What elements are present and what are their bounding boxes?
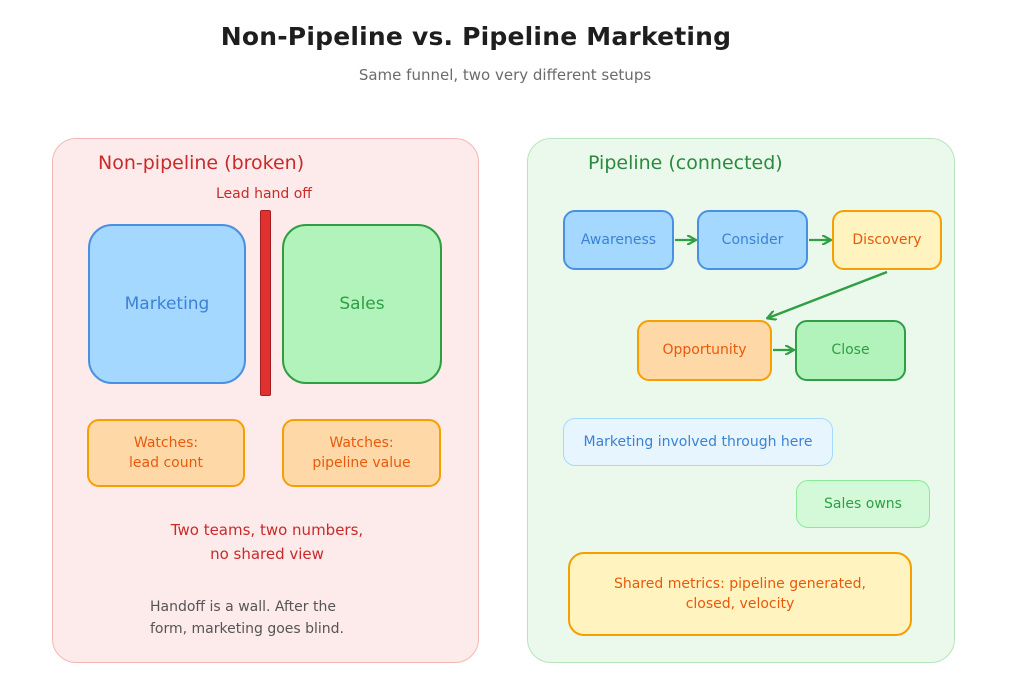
sales-team-box: Sales [282,224,442,384]
conclusion-text: Two teams, two numbers, no shared view [170,521,364,563]
stage-opportunity: Opportunity [637,320,772,381]
stage-consider: Consider [697,210,808,270]
pipeline-heading: Pipeline (connected) [588,152,783,174]
sales-metric-box: Watches: pipeline value [282,419,441,487]
page-subtitle: Same funnel, two very different setups [358,66,652,84]
handoff-label: Lead hand off [216,186,312,202]
shared-metrics-box: Shared metrics: pipeline generated, clos… [568,552,912,636]
marketing-team-box: Marketing [88,224,246,384]
marketing-scope-bar: Marketing involved through here [563,418,833,466]
sales-scope-bar: Sales owns [796,480,930,528]
marketing-metric-box: Watches: lead count [87,419,245,487]
stage-awareness: Awareness [563,210,674,270]
handoff-note: Handoff is a wall. After the form, marke… [150,599,345,638]
arrow-discovery-opportunity [768,270,888,318]
page-title: Non-Pipeline vs. Pipeline Marketing [220,22,732,51]
stage-close: Close [795,320,906,381]
non-pipeline-heading: Non-pipeline (broken) [98,152,305,174]
stage-discovery: Discovery [832,210,942,270]
handoff-wall [260,210,271,396]
